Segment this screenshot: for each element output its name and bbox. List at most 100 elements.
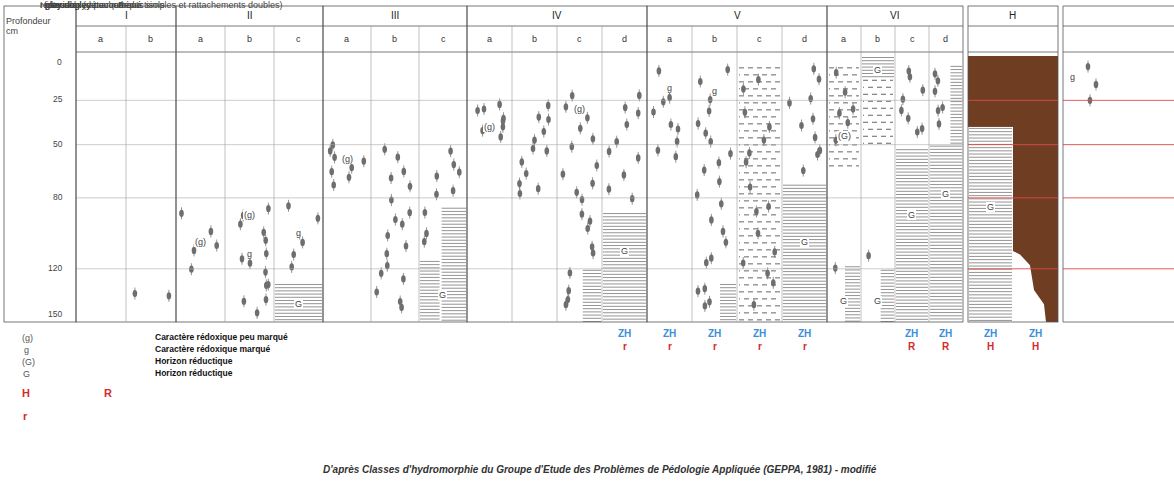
wetland-tag: ZH bbox=[753, 328, 766, 340]
mottle-spot bbox=[630, 195, 635, 202]
mottle-spot bbox=[812, 65, 817, 72]
mottle-symbol bbox=[167, 290, 172, 302]
gley-hatch bbox=[896, 152, 928, 153]
mottle-symbol bbox=[286, 200, 291, 212]
mottle-spot bbox=[564, 301, 569, 308]
gley-hatch bbox=[896, 242, 928, 243]
mottle-spot bbox=[564, 103, 569, 110]
mottle-symbol bbox=[936, 105, 941, 117]
gley-hatch bbox=[603, 271, 646, 272]
gley-hatch bbox=[442, 320, 466, 321]
depth-gridline bbox=[1063, 100, 1174, 101]
gley-hatch bbox=[969, 262, 1012, 263]
mottle-spot bbox=[721, 228, 726, 235]
legend-symbol: (G) bbox=[22, 357, 35, 367]
mottle-symbol bbox=[703, 127, 708, 139]
mottle-spot bbox=[518, 190, 523, 197]
gley-hatch bbox=[603, 277, 646, 278]
mottle-spot bbox=[636, 154, 641, 161]
gley-hatch bbox=[603, 261, 646, 262]
gley-hatch bbox=[862, 60, 894, 61]
mottle-spot bbox=[546, 102, 551, 109]
gley-hatch bbox=[969, 163, 1012, 164]
column-edge bbox=[1063, 322, 1174, 323]
reoxidized-dash bbox=[863, 101, 893, 102]
horizon-symbol: G bbox=[873, 296, 882, 306]
header-rule bbox=[176, 52, 323, 53]
reoxidized-dash bbox=[829, 95, 859, 96]
mottle-symbol bbox=[423, 207, 428, 219]
mottle-spot bbox=[703, 130, 708, 137]
mottle-symbol bbox=[133, 288, 138, 300]
mottle-symbol bbox=[498, 131, 503, 143]
soil-profile bbox=[328, 139, 366, 191]
gley-hatch bbox=[896, 287, 928, 288]
gley-hatch bbox=[783, 300, 826, 301]
mottle-spot bbox=[637, 92, 642, 99]
mottle-spot bbox=[399, 304, 404, 311]
gley-hatch bbox=[896, 303, 928, 304]
gley-hatch bbox=[896, 207, 928, 208]
mottle-spot bbox=[189, 266, 194, 273]
mottle-symbol bbox=[590, 177, 595, 189]
gley-hatch bbox=[881, 311, 894, 312]
gley-hatch bbox=[950, 88, 962, 89]
mottle-spot bbox=[719, 200, 724, 207]
mottle-spot bbox=[866, 252, 871, 259]
gley-hatch bbox=[930, 146, 962, 147]
gley-hatch bbox=[783, 220, 826, 221]
soil-profile bbox=[695, 64, 736, 320]
gley-hatch bbox=[969, 214, 1012, 215]
mottle-symbol bbox=[448, 145, 453, 157]
mottle-spot bbox=[585, 225, 590, 232]
gley-hatch bbox=[950, 104, 962, 105]
mottle-spot bbox=[725, 66, 730, 73]
gley-hatch bbox=[896, 162, 928, 163]
reoxidized-dash bbox=[739, 221, 780, 222]
gley-hatch bbox=[950, 72, 962, 73]
depth-tick: 25 bbox=[53, 95, 62, 105]
mottle-symbol bbox=[574, 186, 579, 198]
reoxidized-dash bbox=[863, 94, 893, 95]
gley-hatch bbox=[896, 248, 928, 249]
gley-hatch bbox=[881, 283, 894, 284]
gley-hatch bbox=[603, 274, 646, 275]
gley-hatch bbox=[275, 294, 322, 295]
reoxidized-dash bbox=[739, 130, 780, 131]
gley-hatch bbox=[896, 223, 928, 224]
depth-gridline bbox=[968, 197, 1058, 198]
horizon-symbol: (G) bbox=[837, 131, 852, 141]
gley-hatch bbox=[845, 314, 860, 315]
gley-hatch bbox=[950, 107, 962, 108]
gley-hatch bbox=[583, 305, 601, 306]
mottle-symbol bbox=[708, 136, 713, 148]
mottle-symbol bbox=[915, 126, 920, 138]
subclass-divider bbox=[861, 26, 862, 322]
mottle-spot bbox=[374, 288, 379, 295]
mottle-spot bbox=[497, 101, 502, 108]
gley-hatch bbox=[783, 277, 826, 278]
reoxidized-dash bbox=[829, 67, 859, 68]
mottle-symbol bbox=[674, 151, 679, 163]
reoxidized-dash bbox=[863, 87, 893, 88]
mottle-symbol bbox=[266, 203, 271, 215]
reoxidized-dash bbox=[739, 207, 780, 208]
reoxidized-dash bbox=[829, 116, 859, 117]
gley-hatch bbox=[969, 246, 1012, 247]
reoxidized-dash bbox=[829, 74, 859, 75]
gley-hatch bbox=[950, 139, 962, 140]
mottle-symbol bbox=[1086, 61, 1091, 73]
gley-hatch bbox=[420, 271, 440, 272]
mottle-symbol bbox=[936, 75, 941, 87]
header-rule bbox=[1063, 52, 1174, 53]
reoxidized-dash bbox=[739, 298, 780, 299]
mottle-symbol bbox=[696, 118, 701, 130]
mottle-spot bbox=[448, 148, 453, 155]
mottle-spot bbox=[209, 228, 214, 235]
reoxidized-dash bbox=[863, 122, 893, 123]
mottle-spot bbox=[915, 128, 920, 135]
gley-hatch bbox=[783, 274, 826, 275]
gley-hatch bbox=[930, 238, 962, 239]
legend-symbol: G bbox=[23, 369, 30, 379]
horizon-symbol: g bbox=[1069, 72, 1076, 82]
